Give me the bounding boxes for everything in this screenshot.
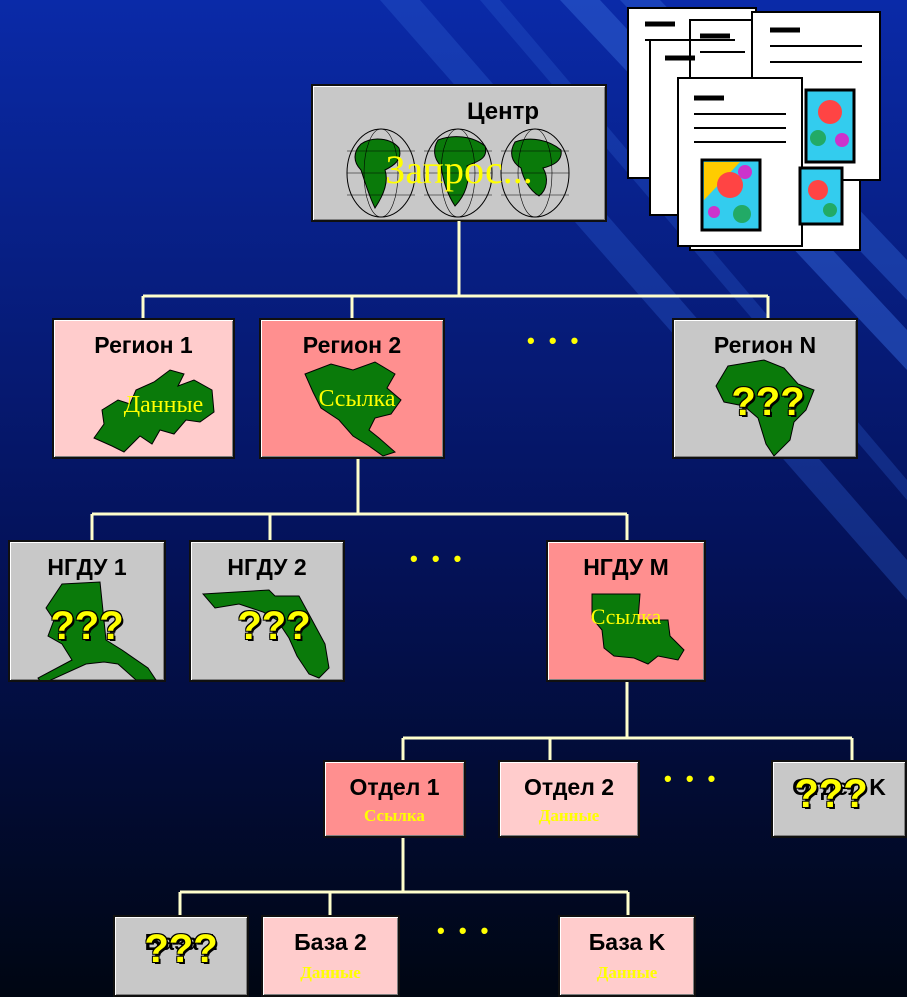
alaska-map-icon <box>37 581 157 680</box>
region-title: Регион N <box>713 332 817 358</box>
department-title: Отдел 2 <box>523 774 615 800</box>
europe-map-icon <box>93 369 215 453</box>
ngdu-node-m: НГДУ M Ссылка <box>546 540 706 682</box>
louisiana-map-icon <box>591 593 685 665</box>
ngdu-title: НГДУ 2 <box>227 554 307 580</box>
region-node-1: Регион 1 Данные <box>52 318 235 459</box>
ngdu-node-2: НГДУ 2 ??? <box>189 540 345 682</box>
base-title: База 1 <box>144 929 218 955</box>
ngdu-title: НГДУ 1 <box>47 554 127 580</box>
department-node-2: Отдел 2 Данные <box>498 760 640 838</box>
florida-map-icon <box>201 589 330 679</box>
base-subtitle: Данные <box>596 963 658 982</box>
africa-map-icon <box>715 359 815 457</box>
region-subtitle: Ссылка <box>318 386 396 412</box>
department-title: Отдел K <box>792 774 886 800</box>
base-subtitle: Данные <box>300 963 361 982</box>
ngdu-subtitle: Ссылка <box>590 604 662 629</box>
region-ellipsis: • • • <box>527 328 583 353</box>
ngdu-ellipsis: • • • <box>410 546 466 571</box>
unknown-marker: ??? <box>144 927 218 971</box>
region-title: Регион 2 <box>302 332 402 358</box>
base-ellipsis: • • • <box>437 918 493 943</box>
base-node-2: База 2 Данные <box>261 915 400 997</box>
base-title: База K <box>588 929 666 955</box>
unknown-marker: ??? <box>794 772 868 816</box>
region-node-2: Регион 2 Ссылка <box>259 318 445 459</box>
ngdu-title: НГДУ M <box>583 554 669 580</box>
base-title: База 2 <box>294 929 367 955</box>
unknown-marker: ??? <box>50 604 124 648</box>
region-subtitle: Данные <box>123 392 204 418</box>
center-subtitle: Запрос... <box>385 147 533 192</box>
center-title: Центр <box>466 98 540 125</box>
center-node: Центр Запрос... <box>311 84 607 222</box>
world-globe-map-icon <box>346 128 570 218</box>
department-ellipsis: • • • <box>664 766 720 791</box>
base-node-1: База 1 ??? <box>113 915 249 997</box>
department-subtitle: Данные <box>538 806 600 825</box>
unknown-marker: ??? <box>731 380 805 424</box>
department-title: Отдел 1 <box>349 774 440 800</box>
ngdu-node-1: НГДУ 1 ??? <box>8 540 166 682</box>
unknown-marker: ??? <box>237 604 311 648</box>
base-node-k: База K Данные <box>558 915 696 997</box>
north-america-map-icon <box>304 361 402 457</box>
region-title: Регион 1 <box>94 332 193 358</box>
department-node-k: Отдел K ??? <box>771 760 907 838</box>
region-node-n: Регион N ??? <box>672 318 858 459</box>
department-subtitle: Ссылка <box>364 806 425 825</box>
department-node-1: Отдел 1 Ссылка <box>323 760 466 838</box>
